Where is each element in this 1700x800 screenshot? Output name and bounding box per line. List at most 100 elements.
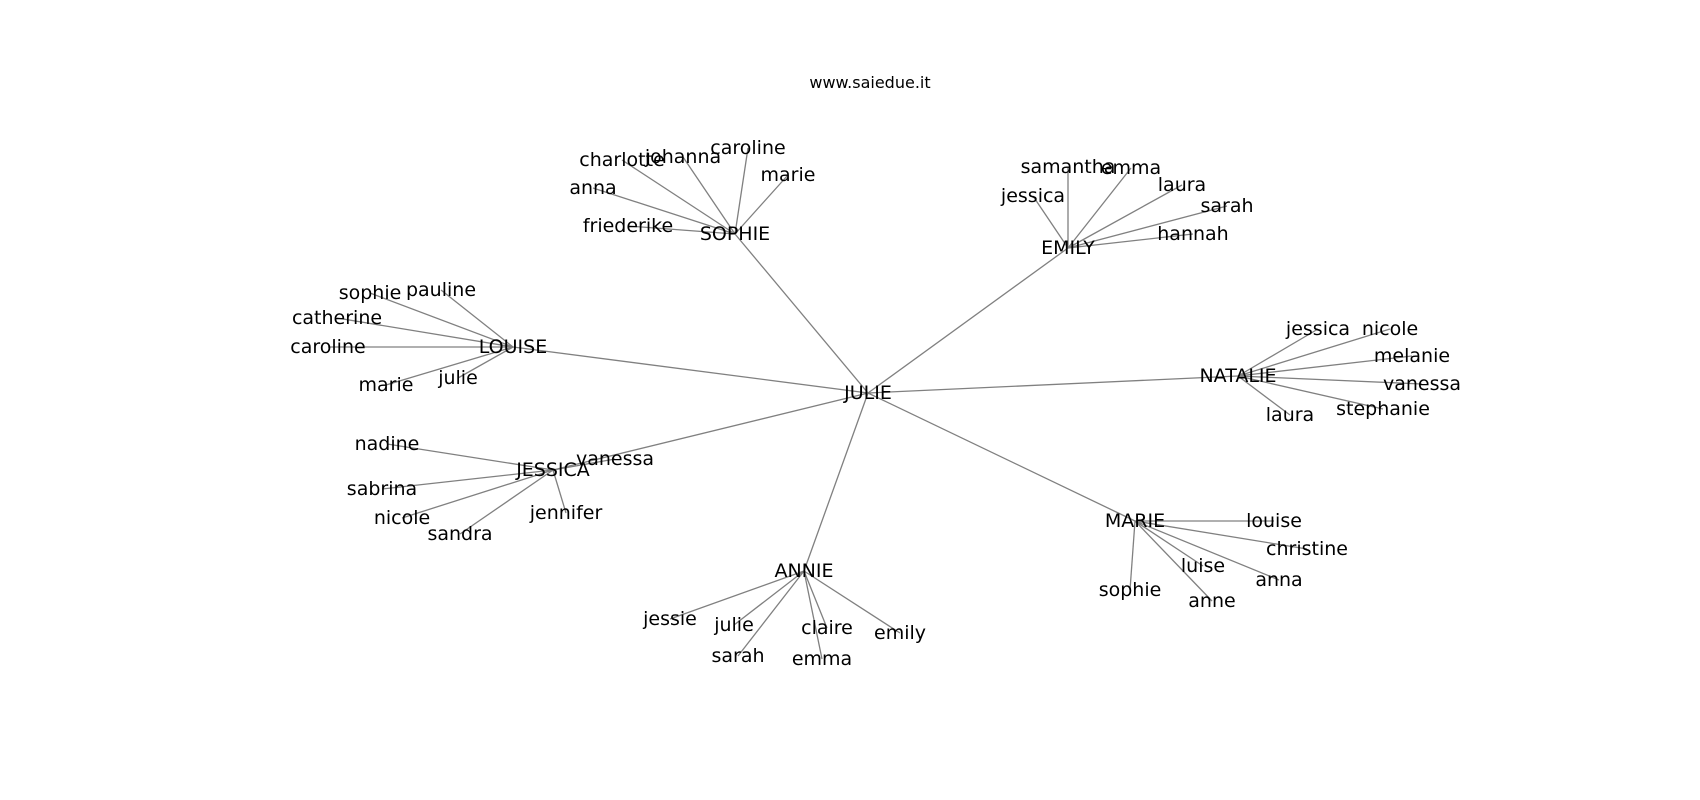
- leaf-node-emily-samantha: samantha: [1021, 156, 1116, 178]
- edge-jessica-sabrina: [381, 469, 554, 490]
- edge-julie-sophie: [734, 233, 869, 394]
- leaf-node-sophie-friederike: friederike: [583, 215, 673, 237]
- edge-marie-anne: [1134, 520, 1213, 602]
- leaf-node-jessica-jennifer: jennifer: [529, 502, 603, 524]
- edge-annie-sarah: [737, 570, 805, 657]
- leaf-node-emily-hannah: hannah: [1157, 223, 1228, 245]
- leaf-node-sophie-marie: marie: [761, 164, 816, 186]
- leaf-node-jessica-vanessa: vanessa: [576, 448, 654, 470]
- edge-marie-sophie: [1129, 520, 1136, 591]
- diagram-title: www.saiedue.it: [809, 73, 930, 92]
- edge-louise-julie: [457, 346, 514, 379]
- leaf-node-louise-catherine: catherine: [292, 307, 382, 329]
- edge-annie-julie: [733, 570, 805, 626]
- leaf-node-louise-marie: marie: [359, 374, 414, 396]
- leaf-node-louise-sophie: sophie: [339, 282, 402, 304]
- hub-node-sophie: SOPHIE: [700, 223, 770, 245]
- leaf-node-sophie-anna: anna: [569, 177, 616, 199]
- edge-emily-emma: [1067, 167, 1132, 249]
- leaf-node-jessica-sandra: sandra: [427, 523, 492, 545]
- edges: [328, 147, 1423, 660]
- edge-annie-claire: [803, 570, 828, 629]
- leaf-node-natalie-laura: laura: [1266, 404, 1314, 426]
- hub-node-natalie: NATALIE: [1199, 365, 1276, 387]
- leaf-node-sophie-caroline: caroline: [710, 137, 785, 159]
- edge-natalie-vanessa: [1237, 375, 1423, 385]
- edge-jessica-nicole: [401, 469, 554, 519]
- edge-jessica-vanessa: [552, 458, 616, 471]
- edge-julie-jessica: [552, 392, 869, 471]
- edge-louise-marie: [385, 346, 514, 386]
- leaf-node-natalie-jessica: jessica: [1285, 318, 1350, 340]
- leaf-node-marie-sophie: sophie: [1099, 579, 1162, 601]
- edge-marie-christine: [1134, 520, 1308, 550]
- leaf-node-louise-julie: julie: [437, 367, 478, 389]
- leaf-node-louise-pauline: pauline: [406, 279, 476, 301]
- edge-julie-marie: [867, 392, 1136, 522]
- edge-emily-hannah: [1067, 233, 1194, 249]
- edge-julie-louise: [512, 346, 869, 394]
- leaf-node-natalie-melanie: melanie: [1374, 345, 1450, 367]
- leaf-node-emily-jessica: jessica: [1000, 185, 1065, 207]
- hub-node-annie: ANNIE: [774, 560, 833, 582]
- edge-emily-jessica: [1032, 195, 1069, 249]
- leaf-node-jessica-sabrina: sabrina: [347, 478, 417, 500]
- hub-node-emily: EMILY: [1041, 237, 1095, 259]
- edge-natalie-melanie: [1237, 355, 1413, 377]
- edge-sophie-charlotte: [621, 159, 736, 235]
- leaf-node-emily-laura: laura: [1158, 174, 1206, 196]
- leaf-node-sophie-johanna: johanna: [644, 146, 721, 168]
- root-node-label: JULIE: [843, 382, 892, 404]
- leaf-node-marie-louise: louise: [1246, 510, 1302, 532]
- hub-node-jessica: JESSICA: [515, 459, 590, 481]
- leaf-node-annie-emma: emma: [792, 648, 852, 670]
- edge-natalie-nicole: [1237, 328, 1391, 377]
- leaf-node-natalie-nicole: nicole: [1362, 318, 1418, 340]
- hub-node-louise: LOUISE: [479, 336, 547, 358]
- hub-node-marie: MARIE: [1105, 510, 1165, 532]
- edge-emily-sarah: [1067, 205, 1228, 249]
- leaf-node-marie-christine: christine: [1266, 538, 1348, 560]
- leaf-node-annie-jessie: jessie: [642, 608, 697, 630]
- leaf-node-annie-claire: claire: [801, 617, 853, 639]
- edge-sophie-anna: [592, 187, 736, 235]
- edge-louise-catherine: [336, 317, 514, 348]
- leaf-node-annie-sarah: sarah: [711, 645, 764, 667]
- edge-jessica-jennifer: [552, 469, 567, 514]
- edge-sophie-caroline: [734, 147, 749, 235]
- edge-julie-natalie: [867, 375, 1239, 394]
- edge-marie-anna: [1134, 520, 1280, 581]
- edge-natalie-jessica: [1237, 328, 1319, 377]
- leaf-node-annie-emily: emily: [874, 622, 926, 644]
- leaf-node-marie-luise: luise: [1181, 555, 1225, 577]
- leaf-node-natalie-vanessa: vanessa: [1383, 373, 1461, 395]
- leaf-node-louise-caroline: caroline: [290, 336, 365, 358]
- edge-marie-luise: [1134, 520, 1204, 567]
- edge-sophie-friederike: [627, 225, 736, 235]
- leaf-node-marie-anna: anna: [1255, 569, 1302, 591]
- edge-julie-emily: [867, 247, 1069, 394]
- edge-natalie-laura: [1237, 375, 1291, 416]
- leaf-node-natalie-stephanie: stephanie: [1336, 398, 1430, 420]
- leaf-node-marie-anne: anne: [1188, 590, 1235, 612]
- edge-annie-emily: [803, 570, 901, 634]
- leaf-node-emily-emma: emma: [1101, 157, 1161, 179]
- edge-emily-laura: [1067, 184, 1183, 249]
- edge-jessica-nadine: [386, 443, 554, 471]
- edge-louise-pauline: [440, 289, 514, 348]
- edge-julie-annie: [803, 392, 869, 572]
- edge-jessica-sandra: [459, 469, 554, 535]
- edge-natalie-stephanie: [1237, 375, 1384, 410]
- edge-louise-sophie: [369, 292, 514, 348]
- leaf-node-annie-julie: julie: [713, 614, 754, 636]
- leaf-node-jessica-nicole: nicole: [374, 507, 430, 529]
- edge-annie-emma: [803, 570, 823, 660]
- leaf-node-jessica-nadine: nadine: [355, 433, 420, 455]
- leaf-node-sophie-charlotte: charlotte: [579, 149, 664, 171]
- edge-annie-jessie: [669, 570, 805, 620]
- edge-sophie-marie: [734, 174, 789, 235]
- edge-sophie-johanna: [682, 156, 736, 235]
- leaf-node-emily-sarah: sarah: [1200, 195, 1253, 217]
- node-labels: JULIESOPHIEcharlottejohannacarolinemarie…: [290, 137, 1461, 670]
